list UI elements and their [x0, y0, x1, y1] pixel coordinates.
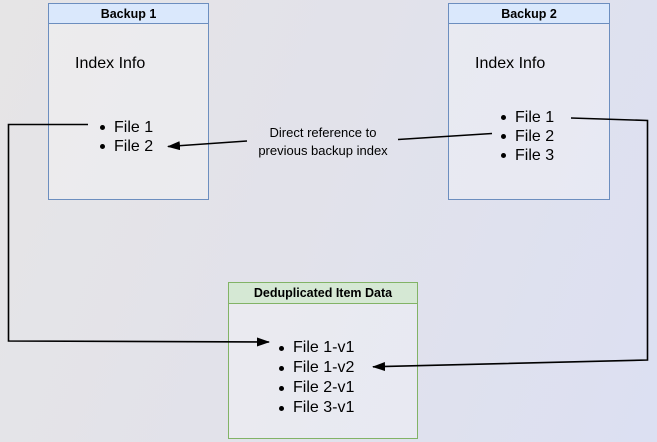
- file-label: File 3: [515, 146, 555, 164]
- direct-reference-annotation: Direct reference to previous backup inde…: [240, 124, 406, 159]
- file-label: File 2: [114, 137, 154, 155]
- file-label: File 2: [515, 127, 555, 145]
- list-item: File 1: [501, 108, 554, 127]
- file-label: File 1: [114, 118, 154, 136]
- file-label: File 1: [515, 108, 555, 126]
- dedup-header: Deduplicated Item Data: [229, 283, 417, 304]
- annotation-line1: Direct reference to: [269, 125, 377, 140]
- annotation-line2: previous backup index: [258, 142, 388, 158]
- backup2-file-list: File 1 File 2 File 3: [501, 108, 554, 165]
- bullet-icon: [100, 125, 105, 130]
- list-item: File 1-v2: [279, 358, 354, 378]
- bullet-icon: [501, 153, 506, 158]
- list-item: File 2-v1: [279, 378, 354, 398]
- backup1-header: Backup 1: [49, 4, 208, 24]
- list-item: File 2: [501, 127, 554, 146]
- backup1-box: Backup 1 Index Info File 1 File 2: [48, 3, 209, 200]
- bullet-icon: [279, 345, 284, 351]
- dedup-item-list: File 1-v1 File 1-v2 File 2-v1 File 3-v1: [279, 338, 354, 418]
- dedup-box: Deduplicated Item Data File 1-v1 File 1-…: [228, 282, 418, 439]
- file-version-label: File 1-v2: [293, 359, 355, 376]
- file-version-label: File 2-v1: [293, 379, 355, 396]
- file-version-label: File 3-v1: [293, 399, 355, 416]
- bullet-icon: [279, 365, 284, 371]
- list-item: File 2: [100, 137, 153, 156]
- list-item: File 3-v1: [279, 398, 354, 418]
- list-item: File 1-v1: [279, 338, 354, 358]
- backup2-index-info-label: Index Info: [475, 55, 546, 72]
- backup2-box: Backup 2 Index Info File 1 File 2 File 3: [448, 3, 610, 200]
- bullet-icon: [279, 405, 284, 411]
- list-item: File 1: [100, 118, 153, 137]
- bullet-icon: [501, 115, 506, 120]
- file-version-label: File 1-v1: [293, 339, 355, 356]
- bullet-icon: [279, 385, 284, 391]
- bullet-icon: [501, 134, 506, 139]
- bullet-icon: [100, 144, 105, 149]
- backup1-index-info-label: Index Info: [75, 55, 146, 72]
- list-item: File 3: [501, 146, 554, 165]
- backup1-file-list: File 1 File 2: [100, 118, 153, 156]
- backup2-header: Backup 2: [449, 4, 609, 24]
